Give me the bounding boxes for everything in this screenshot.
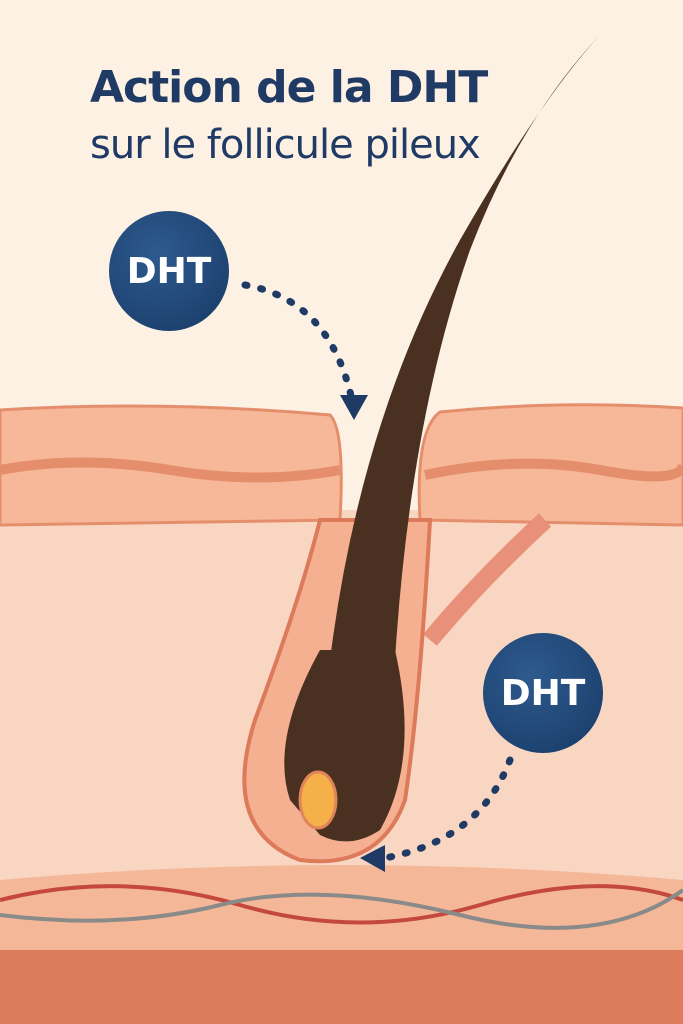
dht-badge-bottom: DHT — [483, 633, 603, 753]
hair-shaft — [330, 35, 600, 660]
subtitle: sur le follicule pileux — [90, 122, 481, 168]
sebaceous-muscle — [423, 513, 552, 646]
dermal-papilla — [298, 770, 338, 830]
dht-badge-top: DHT — [109, 211, 229, 331]
title: Action de la DHT — [90, 62, 488, 113]
arrow-top — [241, 281, 356, 404]
arrow-bottom — [381, 756, 514, 862]
